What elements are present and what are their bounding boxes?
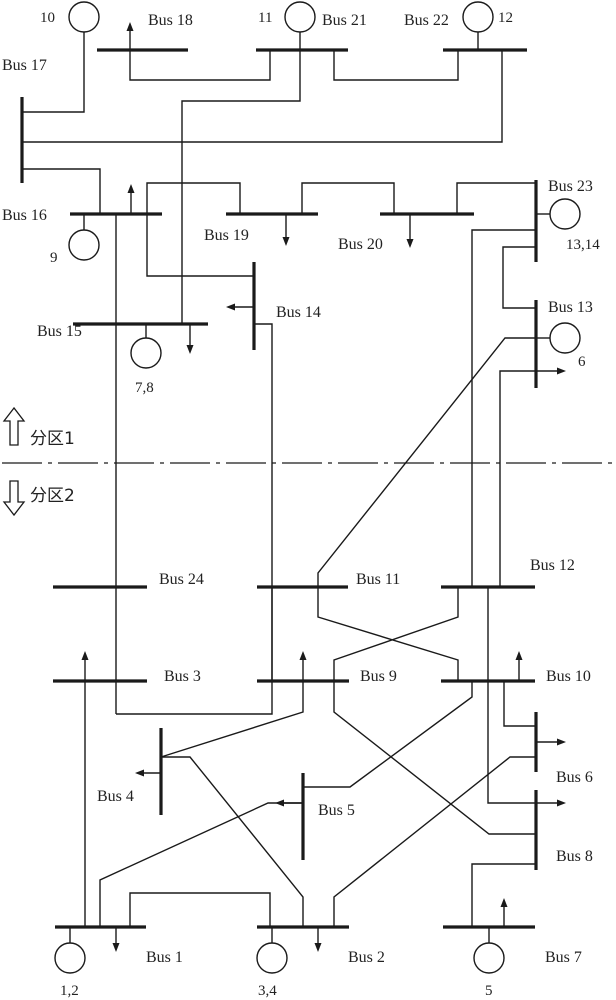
line-9-4 [160,681,304,758]
bus-label-1: Bus 1 [146,949,183,966]
bus-label-5: Bus 5 [318,802,355,819]
bus-label-24: Bus 24 [159,571,204,588]
generator-11-symbol [284,1,316,33]
zone-2-down-arrow-icon [2,480,26,517]
bus-label-20: Bus 20 [338,236,383,253]
transmission-lines [22,50,536,927]
generator-12-symbol [462,1,494,33]
generator-9-symbol [68,229,100,261]
line-4-2 [161,756,304,927]
bus-label-6: Bus 6 [556,769,593,786]
generator-13-14-symbol [549,198,581,230]
generator-label-1-2: 1,2 [60,983,79,999]
line-8-7 [471,863,536,927]
load-arrowhead-bus-14 [226,303,235,311]
line-10-8 [487,681,536,804]
load-arrowhead-bus-15 [186,345,194,354]
line-23-13 [502,246,536,309]
bus-label-11: Bus 11 [356,571,400,588]
bus-label-4: Bus 4 [97,788,134,805]
line-12-9 [333,587,459,681]
bus-label-8: Bus 8 [556,848,593,865]
line-16-19 [146,182,241,214]
generator-label-11: 11 [258,10,272,26]
bus-label-7: Bus 7 [545,949,582,966]
generator-label-12: 12 [498,10,513,26]
bus-labels: Bus 18 Bus 21 Bus 22 Bus 17 Bus 16 Bus 1… [2,12,593,966]
generator-label-5: 5 [485,983,493,999]
generator-label-3-4: 3,4 [258,983,277,999]
generator-7-8-symbol [130,337,162,369]
load-arrowhead-bus-9 [299,651,307,660]
load-arrowhead-bus-8 [557,799,566,807]
load-arrows [81,22,566,952]
line-14-11 [116,323,273,715]
generator-label-13-14: 13,14 [566,237,600,253]
line-6-2 [333,756,536,927]
line-13-11 [317,337,536,587]
zone-1-label: 分区1 [30,429,75,449]
bus-label-3: Bus 3 [164,668,201,685]
load-arrowhead-bus-16 [127,184,135,193]
line-17-22 [22,50,503,143]
zone-2-label: 分区2 [30,486,75,506]
bus-label-21: Bus 21 [322,12,367,29]
zone-1-up-arrow-icon [2,406,26,446]
bus-label-18: Bus 18 [148,12,193,29]
generator-6-symbol [549,322,581,354]
load-arrowhead-bus-1 [112,943,120,952]
load-arrowhead-bus-18 [126,22,134,31]
bus-label-15: Bus 15 [37,323,82,340]
generator-label-7-8: 7,8 [135,380,154,396]
line-21-22 [333,50,459,81]
line-11-10 [317,587,459,681]
bus-label-19: Bus 19 [204,227,249,244]
bus-label-14: Bus 14 [276,304,321,321]
load-arrowhead-bus-6 [557,738,566,746]
line-17-18 [22,50,85,113]
load-arrowhead-bus-20 [406,239,414,248]
line-10-6 [503,681,536,727]
bus-label-17: Bus 17 [2,57,47,74]
generator-5-symbol [473,942,505,974]
bus-label-9: Bus 9 [360,668,397,685]
load-arrowhead-bus-3 [81,651,89,660]
line-23-12 [471,229,536,587]
zone-divider: 分区1 分区2 [2,406,614,517]
generator-labels: 10 11 12 9 7,8 13,14 6 1,2 3,4 5 [40,10,600,999]
line-13-12 [499,370,536,587]
bus-label-10: Bus 10 [546,668,591,685]
generator-label-6: 6 [578,354,586,370]
generator-label-10: 10 [40,10,55,26]
line-20-23 [456,182,536,214]
line-19-20 [301,182,395,214]
line-16-14 [146,214,254,277]
bus-label-2: Bus 2 [348,949,385,966]
load-arrowhead-bus-13 [557,367,566,375]
generator-3-4-symbol [256,942,288,974]
bus-label-13: Bus 13 [548,299,593,316]
generator-label-9: 9 [50,250,58,266]
generators [54,1,581,974]
load-arrowhead-bus-2 [314,943,322,952]
bus-label-12: Bus 12 [530,557,575,574]
bus-label-23: Bus 23 [548,178,593,195]
load-arrowhead-bus-7 [500,898,508,907]
bus-label-22: Bus 22 [404,12,449,29]
line-9-8 [333,681,536,835]
generator-10-symbol [68,1,100,33]
line-1-2 [129,892,271,927]
generator-1-2-symbol [54,942,86,974]
load-arrowhead-bus-10 [515,651,523,660]
line-18-21 [129,50,271,81]
line-10-5 [303,681,473,788]
load-arrowhead-bus-4 [135,769,144,777]
load-arrowhead-bus-5 [275,799,284,807]
line-17-16 [22,168,101,214]
line-21-15 [181,50,301,324]
load-arrowhead-bus-19 [282,237,290,246]
bus-label-16: Bus 16 [2,207,47,224]
